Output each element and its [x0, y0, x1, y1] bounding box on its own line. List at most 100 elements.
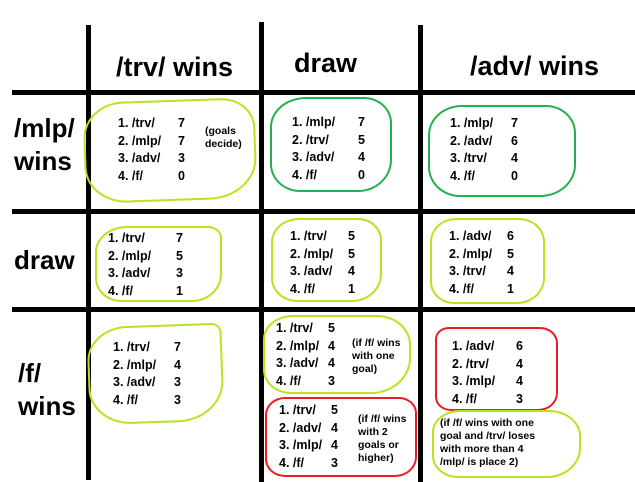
- points: 4: [328, 338, 335, 353]
- standings-row: 4. /f/1: [449, 281, 529, 299]
- team-name: 3. /adv/: [292, 150, 335, 164]
- points: 4: [348, 264, 355, 278]
- team-name: 1. /trv/: [108, 231, 145, 245]
- team-name: 3. /trv/: [450, 151, 487, 165]
- team-name: 2. /adv/: [279, 420, 322, 435]
- points: 4: [174, 357, 181, 372]
- points: 1: [348, 281, 355, 296]
- row-header-line: /f/: [18, 358, 42, 388]
- points: 3: [328, 373, 335, 388]
- team-name: 4. /f/: [452, 391, 478, 406]
- standings-row: 3. /trv/4: [450, 150, 530, 168]
- standings-row: 2. /mlp/4: [276, 338, 356, 356]
- points: 6: [516, 339, 523, 353]
- standings-row: 3. /adv/3: [113, 374, 193, 392]
- outcome-outline: [430, 218, 545, 304]
- team-name: 4. /f/: [279, 455, 305, 470]
- team-name: 1. /adv/: [452, 339, 495, 353]
- note-line: (if /f/ wins with one: [440, 417, 534, 429]
- standings-row: 2. /mlp/5: [108, 248, 193, 266]
- standings-draw-draw: 1. /trv/5 2. /mlp/5 3. /adv/4 4. /f/1: [290, 228, 370, 298]
- points: 0: [358, 167, 365, 182]
- team-name: 3. /adv/: [108, 266, 151, 280]
- team-name: 2. /mlp/: [113, 357, 157, 372]
- team-name: 1. /trv/: [113, 340, 150, 354]
- standings-row: 3. /adv/3: [108, 265, 193, 283]
- points: 5: [331, 403, 338, 417]
- standings-row: 4. /f/3: [276, 373, 356, 391]
- column-header-adv-wins: /adv/ wins: [470, 51, 600, 81]
- standings-row: 3. /mlp/4: [452, 373, 532, 391]
- points: 5: [348, 229, 355, 243]
- team-name: 4. /f/: [292, 167, 318, 182]
- team-name: 1. /mlp/: [292, 115, 336, 129]
- team-name: 3. /trv/: [449, 264, 486, 278]
- standings-row: 2. /mlp/5: [449, 246, 529, 264]
- standings-row: 4. /f/3: [113, 392, 193, 410]
- team-name: 3. /adv/: [118, 151, 161, 165]
- points: 3: [331, 455, 338, 470]
- points: 5: [358, 132, 365, 147]
- standings-row: 1. /trv/5: [276, 320, 356, 338]
- points: 4: [516, 374, 523, 388]
- note-line: goal and /trv/ loses: [440, 430, 536, 442]
- points: 1: [507, 281, 514, 296]
- team-name: 2. /mlp/: [276, 338, 320, 353]
- note-line: /mlp/ is place 2): [440, 456, 519, 468]
- points: 5: [348, 246, 355, 261]
- points: 4: [358, 150, 365, 164]
- standings-adv-wins-mlp-wins: 1. /mlp/7 2. /adv/6 3. /trv/4 4. /f/0: [450, 115, 530, 185]
- row-header-line: wins: [18, 390, 76, 421]
- standings-row: 4. /f/3: [452, 391, 532, 409]
- points: 4: [507, 264, 514, 278]
- points: 4: [331, 420, 338, 435]
- team-name: 4. /f/: [449, 281, 475, 296]
- note-line: (goals: [205, 125, 236, 137]
- team-name: 1. /trv/: [279, 403, 316, 417]
- standings-row: 3. /mlp/4: [279, 437, 359, 455]
- points: 3: [516, 391, 523, 406]
- standings-row: 3. /adv/3: [118, 150, 198, 168]
- points: 6: [507, 229, 514, 243]
- grid-line-vertical-3: [418, 25, 423, 482]
- standings-row: 3. /adv/4: [276, 355, 356, 373]
- team-name: 4. /f/: [113, 392, 139, 407]
- standings-row: 1. /mlp/7: [450, 115, 530, 133]
- standings-row: 1. /adv/6: [452, 338, 532, 356]
- standings-row: 4. /f/0: [118, 168, 198, 186]
- standings-trv-wins-mlp-wins: 1. /trv/7 2. /mlp/7 3. /adv/3 4. /f/0: [118, 115, 198, 185]
- row-header-mlp-wins: /mlp/ wins: [14, 112, 75, 177]
- row-header-line: wins: [14, 145, 72, 176]
- points: 5: [328, 321, 335, 335]
- points: 7: [176, 231, 183, 245]
- standings-draw-f-wins-one-goal: 1. /trv/5 2. /mlp/4 3. /adv/4 4. /f/3: [276, 320, 356, 390]
- team-name: 3. /mlp/: [279, 438, 323, 452]
- footnote-outline: [432, 410, 581, 478]
- team-name: 1. /trv/: [290, 229, 327, 243]
- standings-row: 4. /f/1: [290, 281, 370, 299]
- outcome-outline: [428, 105, 576, 197]
- points: 7: [358, 115, 365, 129]
- standings-row: 2. /mlp/5: [290, 246, 370, 264]
- team-name: 1. /trv/: [276, 321, 313, 335]
- points: 3: [176, 266, 183, 280]
- note-line: with 2: [358, 426, 388, 438]
- note-line: goals or: [358, 439, 399, 451]
- grid-line-vertical-1: [86, 25, 91, 480]
- grid-line-horizontal-1: [12, 90, 635, 95]
- standings-row: 4. /f/0: [450, 168, 530, 186]
- standings-adv-wins-f-wins: 1. /adv/6 2. /trv/4 3. /mlp/4 4. /f/3: [452, 338, 532, 408]
- standings-row: 1. /adv/6: [449, 228, 529, 246]
- standings-row: 3. /adv/4: [290, 263, 370, 281]
- standings-row: 3. /trv/4: [449, 263, 529, 281]
- standings-adv-wins-draw: 1. /adv/6 2. /mlp/5 3. /trv/4 4. /f/1: [449, 228, 529, 298]
- footnote-mlp-place-2: (if /f/ wins with one goal and /trv/ los…: [440, 417, 535, 469]
- team-name: 3. /adv/: [276, 356, 319, 370]
- standings-row: 1. /trv/7: [108, 230, 193, 248]
- standings-draw-f-wins-two-goals: 1. /trv/5 2. /adv/4 3. /mlp/4 4. /f/3: [279, 402, 359, 472]
- note-goals-decide: (goals decide): [205, 125, 242, 151]
- standings-row: 1. /mlp/7: [292, 114, 377, 132]
- standings-row: 3. /adv/4: [292, 149, 377, 167]
- standings-row: 1. /trv/5: [290, 228, 370, 246]
- team-name: 2. /trv/: [292, 132, 329, 147]
